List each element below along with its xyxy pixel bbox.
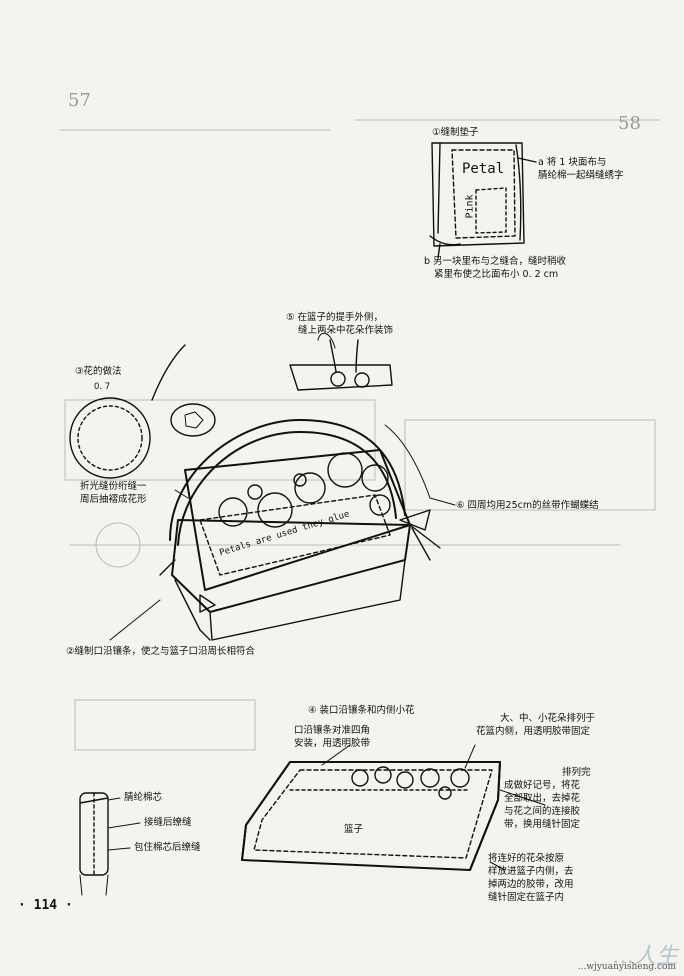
step1-b-line1: b 另一块里布与之缝合，缝时稍收 — [424, 256, 567, 267]
watermark-url: ...wjyuanyisheng.com — [577, 962, 676, 972]
step4-note1-line2: 成做好记号，将花 — [504, 780, 581, 791]
step4-note2-line2: 样放进篮子内侧，去 — [488, 866, 574, 877]
step1-b-line2: 紧里布使之比面布小 0. 2 cm — [434, 269, 559, 280]
watermark: …人生 ...wjyuanyisheng.com — [578, 938, 678, 972]
step5-line2: 缝上两朵中花朵作装饰 — [298, 325, 394, 336]
step4-note1-line5: 带，换用缝针固定 — [504, 819, 581, 830]
basket-label: 篮子 — [344, 824, 364, 835]
step4-note1-line3: 全部取出，去掉花 — [504, 793, 581, 804]
step1-title: ①缝制垫子 — [432, 127, 479, 138]
tube-label-seam: 接缝后缭缝 — [144, 817, 192, 828]
step4-note1-line4: 与花之间的连接胶 — [504, 806, 581, 817]
step2-text: ②缝制口沿镶条，使之与篮子口沿周长相符合 — [66, 646, 256, 657]
ghost-right-header: 58 — [618, 113, 641, 134]
step3-title: ③花的做法 — [75, 366, 122, 377]
step3-caption-line1: 折光缝份绗缝一 — [80, 481, 147, 492]
step1-a-line1: a 将 1 块面布与 — [538, 157, 607, 168]
step4-note1-line1: 排列完 — [562, 767, 591, 778]
pad-handwriting-pink: Pink — [464, 194, 476, 219]
step3-measure: 0. 7 — [94, 382, 111, 392]
pad-handwriting-petal: Petal — [462, 161, 505, 177]
step4-title: ④ 装口沿镶条和内侧小花 — [308, 705, 415, 716]
tube-label-cotton-core: 腈纶棉芯 — [124, 792, 163, 803]
step4-note2-line4: 缝针固定在篮子内 — [488, 892, 565, 903]
watermark-script: …人生 — [611, 944, 678, 969]
step4-right-line1: 大、中、小花朵排列于 — [500, 713, 596, 724]
step4-left-line2: 安装，用透明胶带 — [294, 738, 371, 749]
step1-a-line2: 腈纶棉一起绢缝绣字 — [538, 170, 624, 181]
step6-text: ⑥ 四周均用25cm的丝带作蝴蝶结 — [456, 500, 599, 511]
step4-note2-line1: 将连好的花朵按原 — [488, 853, 565, 864]
step4-left-line1: 口沿镶条对准四角 — [294, 725, 371, 736]
page-number: · 114 · — [18, 898, 73, 913]
step4-note2-line3: 掉两边的胶带，改用 — [488, 879, 574, 890]
step3-caption-line2: 周后抽褶成花形 — [80, 494, 147, 505]
step5-line1: ⑤ 在篮子的提手外侧， — [286, 312, 384, 323]
ghost-left-header: 57 — [68, 90, 91, 111]
step4-right-line2: 花篮内侧，用透明胶带固定 — [476, 726, 591, 737]
tube-label-wrap: 包住棉芯后缭缝 — [134, 842, 201, 853]
